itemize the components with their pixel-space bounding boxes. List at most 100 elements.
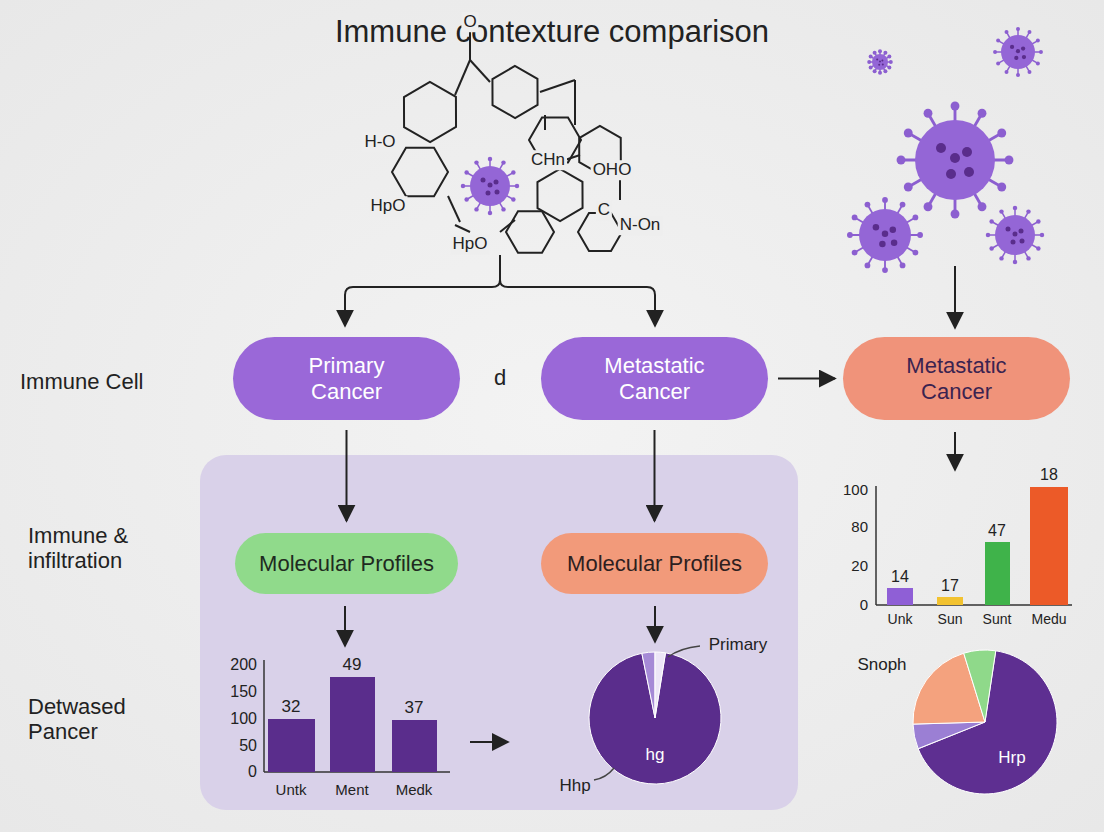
illustration-shape [865, 263, 871, 269]
bar [887, 588, 913, 605]
chart-label: 0 [860, 596, 868, 613]
arrow-connector [654, 430, 656, 521]
illustration-shape [589, 650, 1057, 794]
bracket-arrow [345, 255, 500, 326]
illustration-shape [913, 215, 919, 221]
chart-label: Unk [888, 611, 913, 627]
illustration-shape [1011, 240, 1016, 245]
illustration-shape [495, 190, 500, 195]
arrow [954, 266, 956, 328]
bond [470, 60, 490, 82]
node-label: Metastatic Cancer [585, 353, 725, 404]
virus-icon [461, 157, 519, 215]
leader-line [594, 768, 614, 780]
pie-chart [913, 650, 1057, 794]
illustration-shape [993, 50, 997, 54]
chart-label: Untk [276, 781, 307, 798]
bond [619, 178, 621, 200]
illustration-shape [1005, 156, 1014, 165]
illustration-shape [999, 209, 1003, 213]
illustration-shape [951, 210, 960, 219]
bond [455, 225, 470, 232]
illustration-shape [1005, 70, 1009, 74]
illustration-shape [865, 202, 871, 208]
node-label: Metastatic Cancer [887, 353, 1027, 404]
illustration-shape [1021, 46, 1025, 50]
pie-chart [589, 652, 721, 784]
bar [392, 720, 437, 772]
illustration-shape [1016, 27, 1020, 31]
illustration-shape [989, 219, 993, 223]
illustration-shape [913, 250, 919, 256]
bond [544, 115, 546, 130]
chart-label: Snoph [857, 655, 906, 675]
pie-slice [642, 652, 655, 718]
illustration-shape [852, 250, 858, 256]
illustration-shape [997, 183, 1006, 192]
chart-label: Medu [1031, 611, 1066, 627]
illustration-shape [878, 71, 882, 75]
chart-label: 14 [891, 568, 909, 586]
chart-label: 20 [851, 557, 868, 574]
illustration-shape [936, 143, 946, 153]
illustration-shape [924, 109, 933, 118]
illustration-shape [1016, 49, 1020, 53]
illustration-shape [878, 49, 882, 53]
illustration-shape [1019, 229, 1024, 234]
ring [506, 211, 554, 253]
bond [500, 220, 515, 232]
illustration-shape [997, 129, 1006, 138]
chart-label: 200 [230, 656, 257, 674]
illustration-shape [882, 230, 889, 237]
chart-label: Sun [938, 611, 963, 627]
illustration-shape [852, 215, 858, 221]
chart-label: 32 [282, 697, 301, 717]
row-label: d [494, 365, 506, 390]
arrow [470, 741, 508, 743]
illustration-shape [882, 197, 888, 203]
atom-label: C [596, 200, 612, 220]
illustration-shape [1010, 45, 1014, 49]
bond [448, 196, 460, 222]
illustration-shape [946, 169, 956, 179]
illustration-shape [873, 69, 877, 73]
bar-chart [876, 486, 1072, 605]
chart-label: 50 [239, 737, 257, 755]
bond [540, 80, 575, 92]
illustration-shape [890, 227, 897, 234]
illustration-shape [873, 51, 877, 55]
cancer-pill: Metastatic Cancer [541, 337, 768, 420]
illustration-shape [897, 156, 906, 165]
illustration-shape [951, 102, 960, 111]
pie-slice [913, 722, 985, 749]
illustration-shape [486, 191, 491, 196]
illustration-shape [1036, 246, 1040, 250]
chart-label: 80 [851, 518, 868, 535]
illustration-shape [1040, 233, 1044, 237]
illustration-shape [515, 184, 519, 188]
background-panel [200, 455, 798, 810]
illustration-shape [1036, 39, 1040, 43]
illustration-shape [869, 55, 873, 59]
illustration-shape [882, 63, 884, 65]
chart-label: Ment [335, 781, 368, 798]
leader-line [668, 646, 700, 657]
axis [263, 660, 265, 772]
illustration-shape [1001, 35, 1035, 69]
profile-pill: Molecular Profiles [541, 533, 768, 594]
arrow [654, 606, 656, 642]
illustration-shape [891, 240, 898, 247]
chart-label: Sunt [983, 611, 1012, 627]
illustration-shape [494, 180, 499, 185]
node-label: Primary Cancer [277, 353, 417, 404]
illustration-shape [962, 147, 972, 157]
illustration-shape [999, 256, 1003, 260]
illustration-shape [859, 209, 911, 261]
atom-label: H-O [362, 132, 397, 152]
illustration-shape [869, 65, 873, 69]
illustration-shape [989, 246, 993, 250]
bar [985, 542, 1010, 605]
illustration-shape [1022, 55, 1026, 59]
chart-label: 17 [941, 577, 959, 595]
cancer-pill: Primary Cancer [233, 337, 460, 420]
